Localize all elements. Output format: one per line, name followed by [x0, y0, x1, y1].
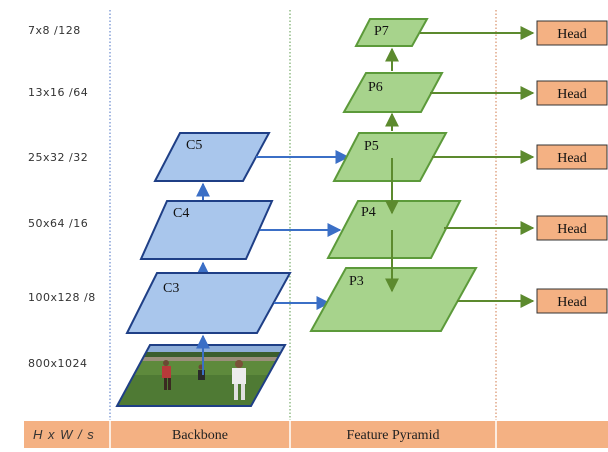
node-label-c4: C4 — [173, 206, 189, 221]
pyramid-node-p6: P6 — [342, 72, 444, 113]
node-label-p5: P5 — [364, 139, 379, 154]
footer-axis-label: H x W / s — [33, 427, 95, 442]
node-label-p6: P6 — [368, 80, 383, 95]
pyramid-node-p7: P7 — [354, 18, 429, 47]
head-label-p3: Head — [557, 295, 587, 310]
footer-band: H x W / s Backbone Feature Pyramid — [24, 421, 608, 448]
head-label-p7: Head — [557, 27, 587, 42]
head-box-p4: Head — [536, 215, 608, 241]
head-box-p6: Head — [536, 80, 608, 106]
scale-label-p7: 7x8 /128 — [28, 24, 81, 37]
scale-label-p6: 13x16 /64 — [28, 86, 88, 99]
node-label-c3: C3 — [163, 281, 179, 296]
head-label-p5: Head — [557, 151, 587, 166]
node-label-p7: P7 — [374, 24, 389, 39]
footer-pyramid-label: Feature Pyramid — [347, 428, 440, 443]
backbone-node-c5: C5 — [153, 132, 271, 182]
scale-label-p3: 100x128 /8 — [28, 291, 96, 304]
pyramid-node-p4: P4 — [326, 200, 462, 259]
head-label-p4: Head — [557, 222, 587, 237]
head-label-p6: Head — [557, 87, 587, 102]
pyramid-node-p5: P5 — [332, 132, 448, 182]
backbone-node-c3: C3 — [125, 272, 292, 334]
pyramid-node-p3: P3 — [309, 267, 478, 332]
head-box-p7: Head — [536, 20, 608, 46]
node-label-p3: P3 — [349, 274, 364, 289]
backbone-node-c4: C4 — [139, 200, 274, 260]
scale-label-p4: 50x64 /16 — [28, 217, 88, 230]
input-image — [115, 344, 287, 407]
head-box-p3: Head — [536, 288, 608, 314]
scale-label-p5: 25x32 /32 — [28, 151, 88, 164]
footer-backbone-label: Backbone — [172, 428, 228, 443]
head-box-p5: Head — [536, 144, 608, 170]
node-label-p4: P4 — [361, 205, 376, 220]
node-label-c5: C5 — [186, 138, 202, 153]
scale-label-input: 800x1024 — [28, 357, 88, 370]
